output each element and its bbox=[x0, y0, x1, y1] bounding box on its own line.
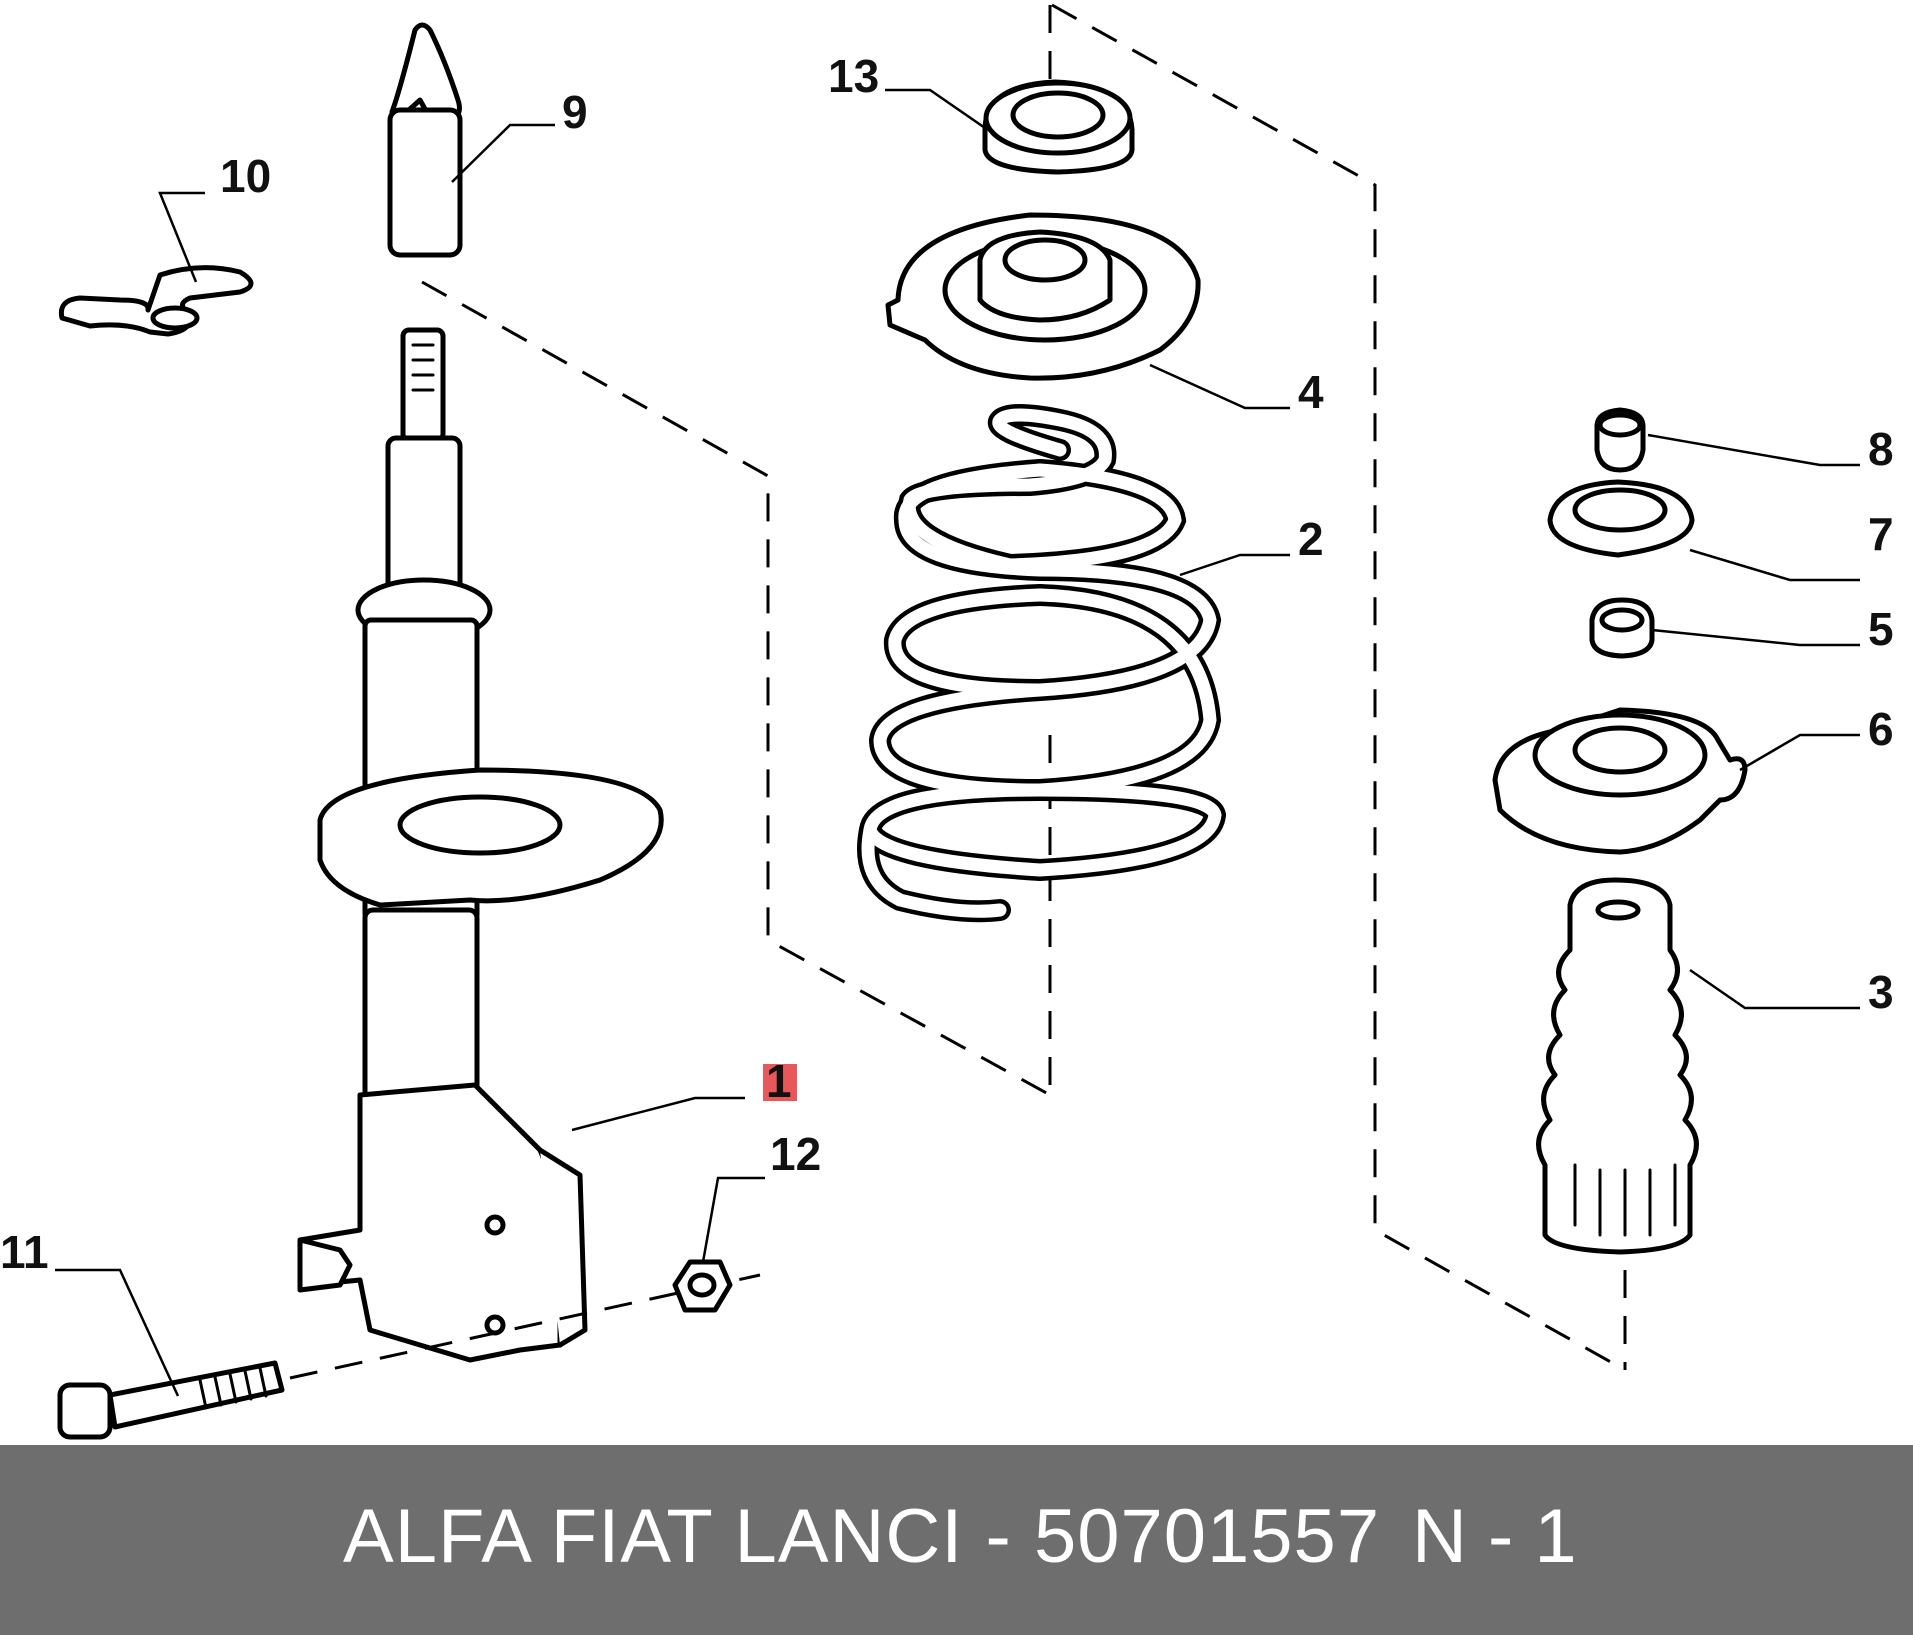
part-9-bump-rubber bbox=[387, 22, 463, 258]
callout-8: 8 bbox=[1868, 423, 1894, 475]
part-10-clip bbox=[58, 265, 254, 337]
callout-12: 12 bbox=[770, 1128, 821, 1180]
callout-labels: 1 2 3 4 5 6 7 8 9 10 11 12 13 bbox=[0, 50, 1894, 1278]
callout-11: 11 bbox=[0, 1226, 49, 1278]
callout-3: 3 bbox=[1868, 966, 1894, 1018]
quantity-text: N - 1 bbox=[1412, 1494, 1577, 1579]
part-6-top-mount bbox=[1492, 707, 1748, 855]
part-2-coil-spring bbox=[857, 404, 1227, 923]
part-13-bearing bbox=[982, 79, 1135, 175]
callout-1-highlight bbox=[763, 1064, 797, 1101]
part-12-nut bbox=[672, 1259, 733, 1313]
part-11-bolt bbox=[57, 1273, 761, 1440]
callout-9: 9 bbox=[562, 86, 588, 138]
part-8-top-nut bbox=[1594, 407, 1646, 473]
leader-lines bbox=[55, 88, 1860, 1397]
part-4-spring-seat bbox=[885, 212, 1201, 381]
callout-7: 7 bbox=[1868, 508, 1894, 560]
part-reference-text: ALFA FIAT LANCI - 50701557 bbox=[343, 1494, 1381, 1579]
part-1-strut-assembly bbox=[297, 327, 664, 1363]
callout-13: 13 bbox=[828, 50, 879, 102]
callout-5: 5 bbox=[1868, 603, 1894, 655]
part-5-bush bbox=[1589, 597, 1655, 659]
callout-6: 6 bbox=[1868, 703, 1894, 755]
callout-1: 1 bbox=[766, 1055, 792, 1107]
part-7-cup-washer bbox=[1547, 479, 1695, 558]
callout-10: 10 bbox=[220, 150, 271, 202]
part-reference-footer: ALFA FIAT LANCI - 50701557 N - 1 bbox=[0, 1445, 1913, 1635]
part-3-dust-boot bbox=[1536, 877, 1699, 1255]
suspension-strut-exploded-diagram: 1 2 3 4 5 6 7 8 9 10 11 12 13 bbox=[0, 3, 1894, 1440]
callout-4: 4 bbox=[1298, 366, 1324, 418]
callout-2: 2 bbox=[1298, 513, 1324, 565]
